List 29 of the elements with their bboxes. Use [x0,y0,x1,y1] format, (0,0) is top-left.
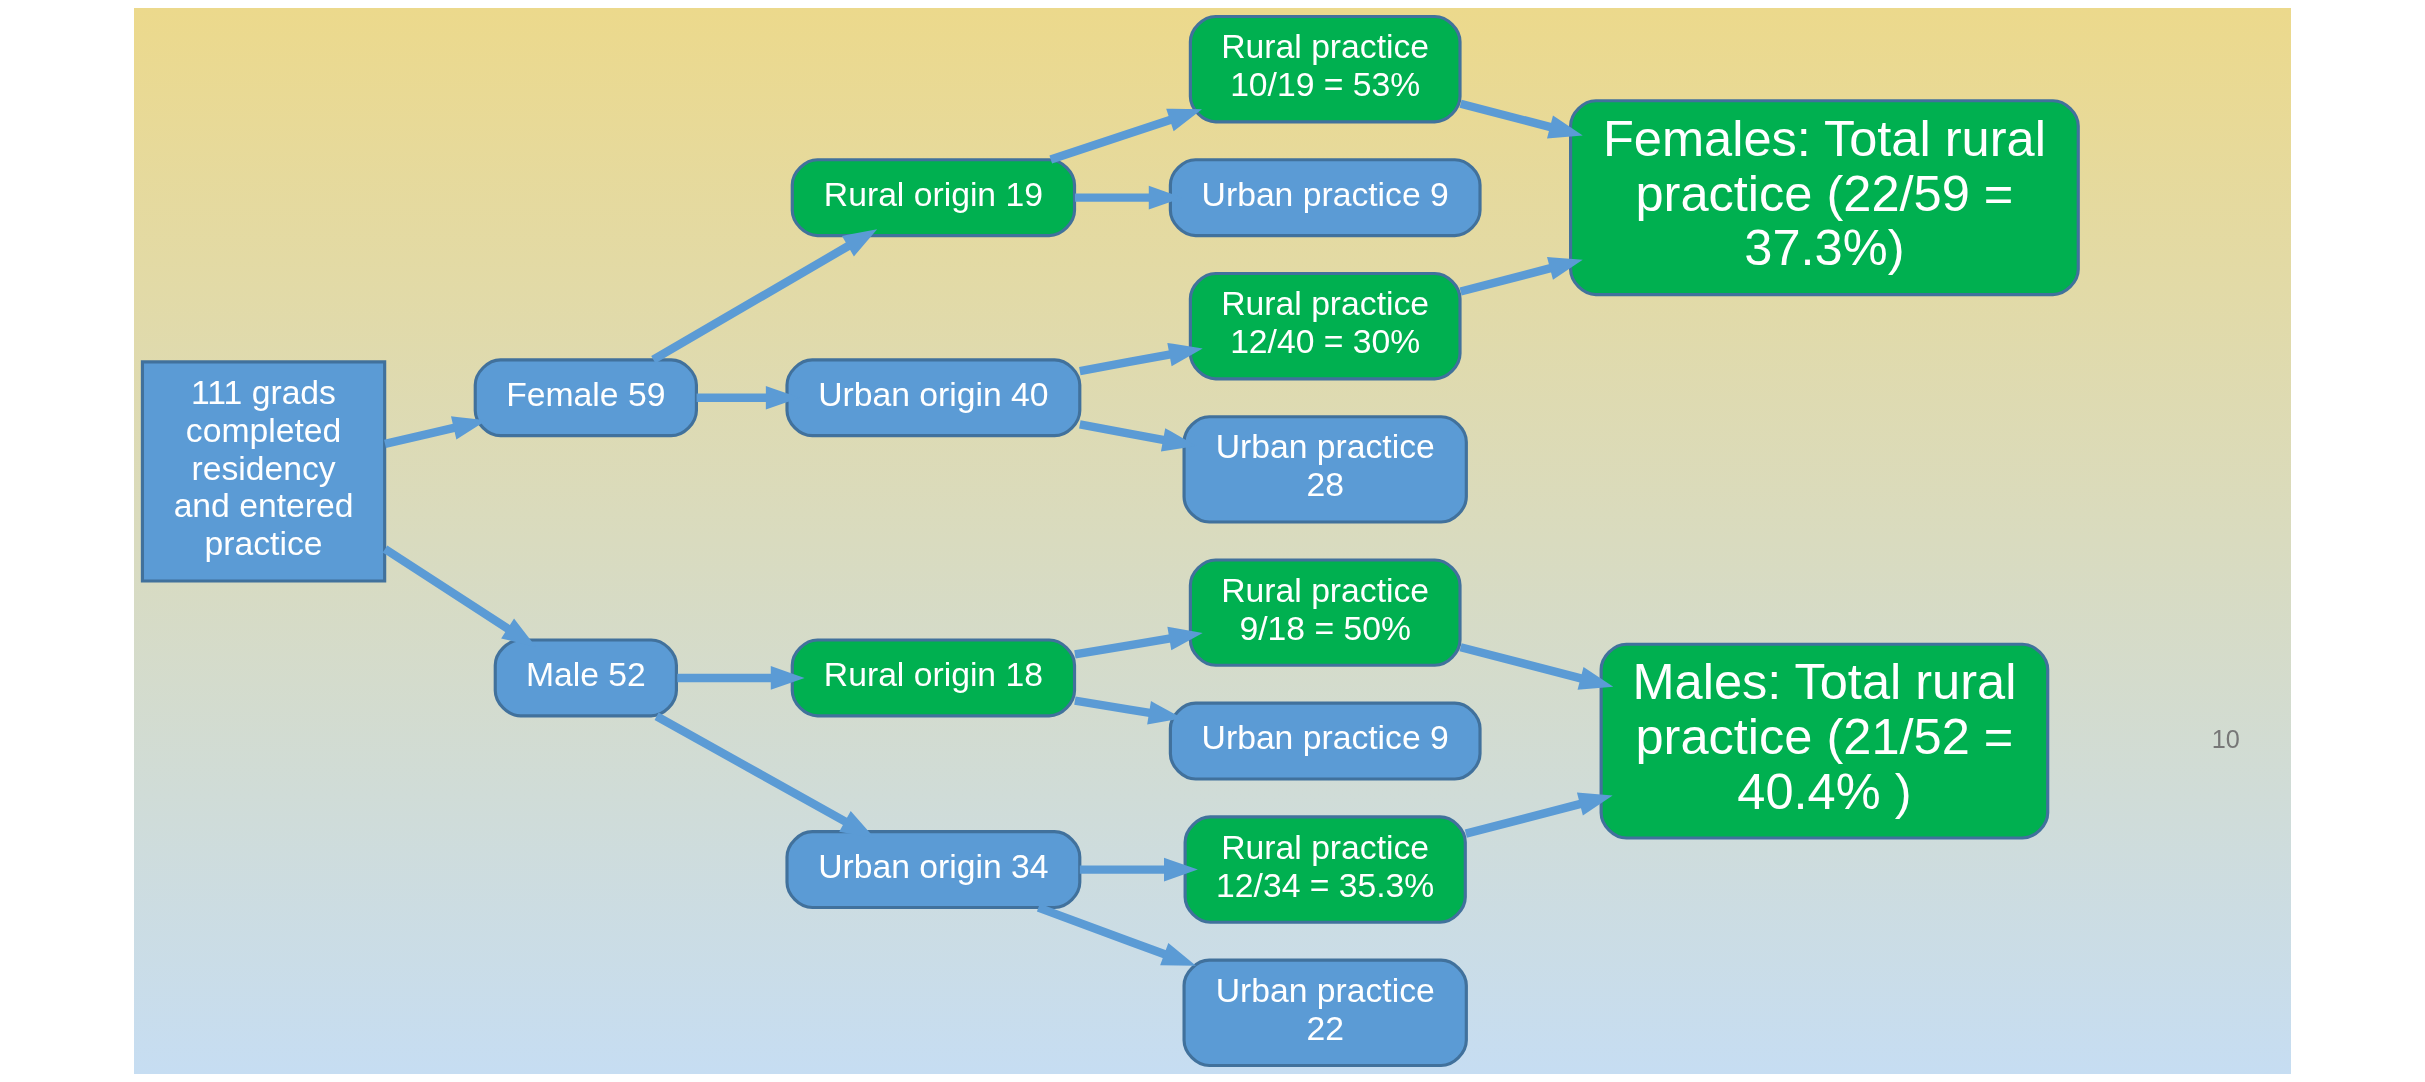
node-box: Rural origin 19 [790,158,1077,238]
arrow [1459,643,1614,690]
node-box: Rural practice 12/40 = 30% [1188,271,1462,381]
arrow [1036,903,1196,966]
arrow [1049,108,1202,164]
node-box: Females: Total rural practice (22/59 = 37.3%) [1569,99,2080,297]
node-box: Male 52 [493,638,678,718]
arrow [651,229,878,364]
node-box: Rural practice 9/18 = 50% [1188,558,1462,667]
node-box: Urban practice 9 [1168,158,1482,238]
node-box: Rural origin 18 [790,638,1077,718]
arrow [1079,857,1198,882]
node-box: Urban origin 34 [785,830,1082,910]
arrow [1464,792,1613,838]
node-box: Urban practice 22 [1182,958,1468,1068]
arrow [677,666,805,690]
arrow [1079,342,1203,376]
node-box: Males: Total rural practice (21/52 = 40.4% ) [1599,642,2050,840]
node-box: 111 grads completed residency and entered practice [140,360,387,583]
node-box: Urban practice 28 [1182,415,1468,524]
node-box: Urban practice 9 [1168,701,1482,781]
node-box: Rural practice 12/34 = 35.3% [1183,815,1467,924]
node-box: Urban origin 40 [785,358,1082,438]
arrow [1459,99,1583,139]
arrow [1459,256,1583,296]
label: 10 [2211,724,2240,753]
arrow [1074,626,1203,659]
node-box: Rural practice 10/19 = 53% [1188,14,1462,124]
node-box: Female 59 [473,358,698,438]
